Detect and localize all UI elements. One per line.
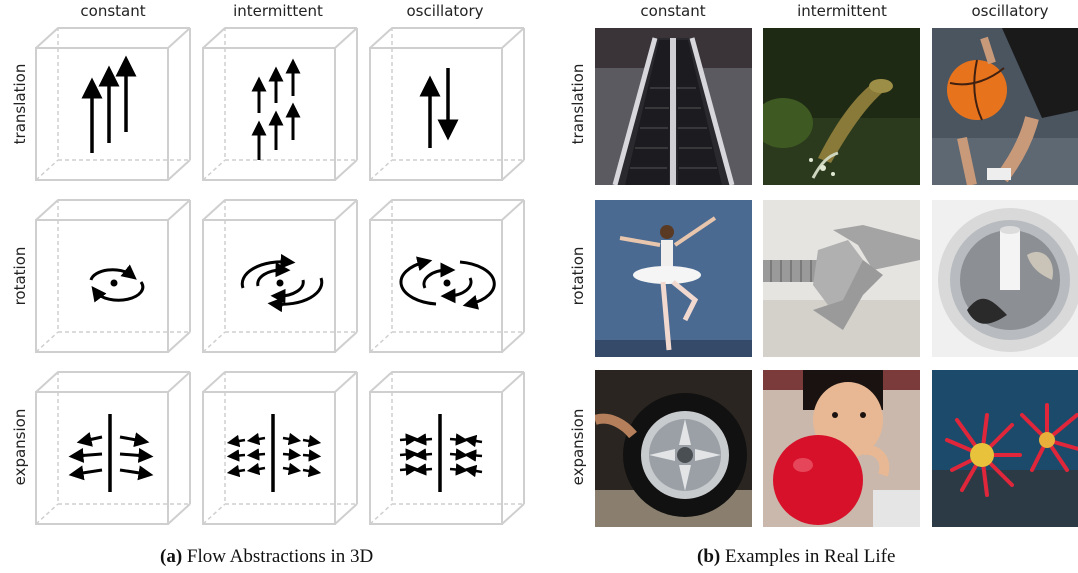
panel-b-row-translation: translation — [569, 63, 587, 145]
cube-translation-intermittent — [202, 27, 358, 181]
photo-wrench — [763, 200, 920, 357]
photo-washing-machine — [932, 200, 1078, 357]
photo-sea-anemone — [932, 370, 1078, 527]
panel-b-col-intermittent: intermittent — [797, 2, 887, 20]
cube-translation-constant — [35, 27, 191, 181]
panel-b-row-expansion: expansion — [569, 408, 587, 486]
cube-expansion-constant — [35, 371, 191, 525]
panel-b-caption-text: Examples in Real Life — [720, 546, 896, 567]
photo-ballerina — [595, 200, 752, 357]
panel-a-col-oscillatory: oscillatory — [406, 2, 484, 20]
panel-b-col-constant: constant — [640, 2, 706, 20]
cube-rotation-intermittent — [202, 199, 358, 353]
panel-a-col-intermittent: intermittent — [233, 2, 323, 20]
photo-frog — [763, 28, 920, 185]
panel-b-row-rotation: rotation — [569, 246, 587, 306]
cube-expansion-oscillatory — [369, 371, 525, 525]
photo-basketball — [932, 28, 1078, 185]
panel-a-caption-text: Flow Abstractions in 3D — [182, 546, 374, 567]
photo-tire — [595, 370, 752, 527]
panel-a-caption-label: (a) — [160, 546, 183, 567]
cube-expansion-intermittent — [202, 371, 358, 525]
panel-a-diagram — [35, 27, 525, 525]
cube-rotation-constant — [35, 199, 191, 353]
panel-b-caption-label: (b) — [697, 546, 721, 567]
cube-translation-oscillatory — [369, 27, 525, 181]
panel-a-caption: (a) Flow Abstractions in 3D — [160, 546, 373, 568]
cube-rotation-oscillatory — [369, 199, 525, 353]
photo-escalator — [595, 28, 752, 185]
panel-a-col-constant: constant — [80, 2, 146, 20]
panel-b-caption: (b) Examples in Real Life — [697, 546, 895, 568]
panel-b-col-oscillatory: oscillatory — [971, 2, 1049, 20]
photo-balloon — [763, 370, 920, 527]
